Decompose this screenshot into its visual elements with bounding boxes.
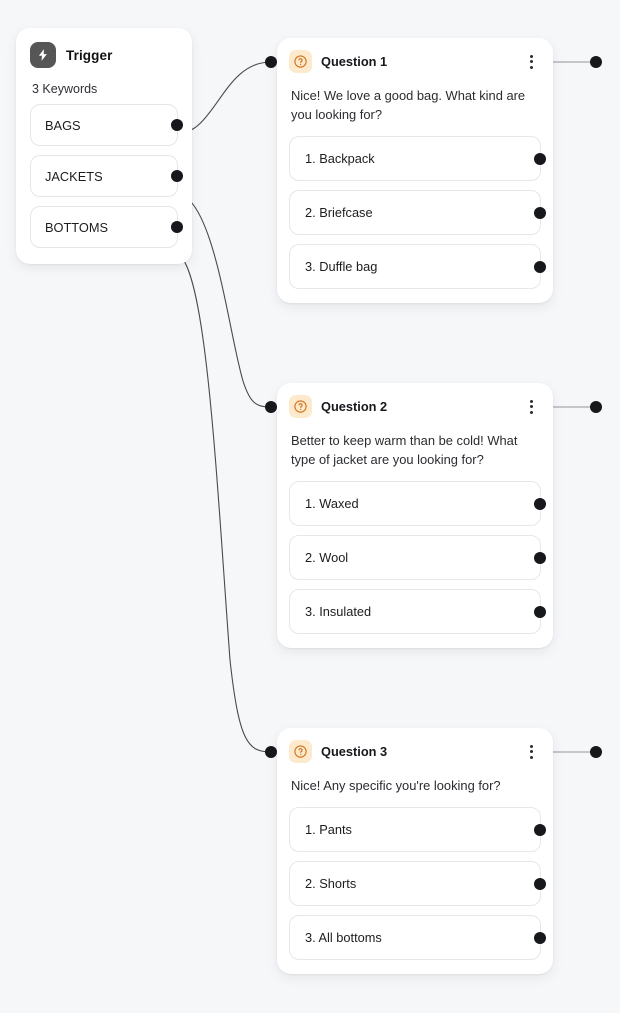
keyword-chip-bottoms[interactable]: BOTTOMS <box>30 206 183 248</box>
answer-option[interactable]: 3. Insulated <box>289 589 546 634</box>
question1-input-port[interactable] <box>265 56 277 68</box>
question-node-2[interactable]: Question 2 Better to keep warm than be c… <box>277 383 553 648</box>
question-header: Question 1 <box>289 50 541 73</box>
question-header: Question 2 <box>289 395 541 418</box>
answer-list: 1. Waxed 2. Wool 3. Insulated <box>289 481 546 634</box>
answer-label: 1. Backpack <box>305 151 375 166</box>
question-prompt-text: Nice! Any specific you're looking for? <box>291 778 501 793</box>
keyword-label: JACKETS <box>45 168 103 184</box>
question-mark-circle-icon <box>289 395 312 418</box>
keyword-list: BAGS JACKETS BOTTOMS <box>30 104 183 248</box>
answer-label: 1. Waxed <box>305 496 359 511</box>
question-title: Question 3 <box>321 744 388 759</box>
answer-output-port[interactable] <box>534 497 546 510</box>
keyword-chip-bags[interactable]: BAGS <box>30 104 183 146</box>
trigger-header: Trigger <box>30 42 178 68</box>
keyword-output-port-bottoms[interactable] <box>171 221 183 233</box>
question-prompt-text: Better to keep warm than be cold! What t… <box>291 433 518 467</box>
answer-label: 2. Wool <box>305 550 349 565</box>
answer-label: 2. Shorts <box>305 876 357 891</box>
question-title: Question 1 <box>321 54 388 69</box>
question-node-1[interactable]: Question 1 Nice! We love a good bag. Wha… <box>277 38 553 303</box>
answer-option[interactable]: 2. Shorts <box>289 861 546 906</box>
answer-option[interactable]: 1. Waxed <box>289 481 546 526</box>
answer-option[interactable]: 2. Briefcase <box>289 190 546 235</box>
answer-output-port[interactable] <box>534 823 546 836</box>
question2-output-port[interactable] <box>590 401 602 413</box>
trigger-title: Trigger <box>66 47 113 63</box>
question3-output-port[interactable] <box>590 746 602 758</box>
answer-output-port[interactable] <box>534 931 546 944</box>
edge-bottoms-to-question3 <box>175 252 272 753</box>
answer-option[interactable]: 3. All bottoms <box>289 915 546 960</box>
answer-label: 3. Duffle bag <box>305 259 378 274</box>
answer-output-port[interactable] <box>534 877 546 890</box>
trigger-node[interactable]: Trigger 3 Keywords BAGS JACKETS BOTTOMS <box>16 28 192 264</box>
lightning-bolt-icon <box>30 42 56 68</box>
question-title: Question 2 <box>321 399 388 414</box>
kebab-menu-icon[interactable] <box>523 743 539 761</box>
keyword-output-port-jackets[interactable] <box>171 170 183 182</box>
answer-option[interactable]: 2. Wool <box>289 535 546 580</box>
answer-list: 1. Backpack 2. Briefcase 3. Duffle bag <box>289 136 546 289</box>
keyword-output-port-bags[interactable] <box>171 119 183 131</box>
keyword-chip-jackets[interactable]: JACKETS <box>30 155 183 197</box>
answer-option[interactable]: 1. Pants <box>289 807 546 852</box>
question2-input-port[interactable] <box>265 401 277 413</box>
kebab-menu-icon[interactable] <box>523 53 539 71</box>
question-prompt-text: Nice! We love a good bag. What kind are … <box>291 88 526 122</box>
answer-option[interactable]: 1. Backpack <box>289 136 546 181</box>
answer-list: 1. Pants 2. Shorts 3. All bottoms <box>289 807 546 960</box>
answer-label: 1. Pants <box>305 822 352 837</box>
answer-label: 3. Insulated <box>305 604 372 619</box>
answer-output-port[interactable] <box>534 206 546 219</box>
answer-output-port[interactable] <box>534 152 546 165</box>
answer-label: 3. All bottoms <box>305 930 382 945</box>
question3-input-port[interactable] <box>265 746 277 758</box>
answer-label: 2. Briefcase <box>305 205 373 220</box>
keyword-label: BOTTOMS <box>45 219 109 235</box>
answer-option[interactable]: 3. Duffle bag <box>289 244 546 289</box>
question1-output-port[interactable] <box>590 56 602 68</box>
kebab-menu-icon[interactable] <box>523 398 539 416</box>
question-mark-circle-icon <box>289 740 312 763</box>
answer-output-port[interactable] <box>534 551 546 564</box>
keyword-label: BAGS <box>45 117 81 133</box>
question-node-3[interactable]: Question 3 Nice! Any specific you're loo… <box>277 728 553 974</box>
question-header: Question 3 <box>289 740 541 763</box>
keywords-count-label: 3 Keywords <box>32 82 98 96</box>
answer-output-port[interactable] <box>534 605 546 618</box>
question-mark-circle-icon <box>289 50 312 73</box>
answer-output-port[interactable] <box>534 260 546 273</box>
